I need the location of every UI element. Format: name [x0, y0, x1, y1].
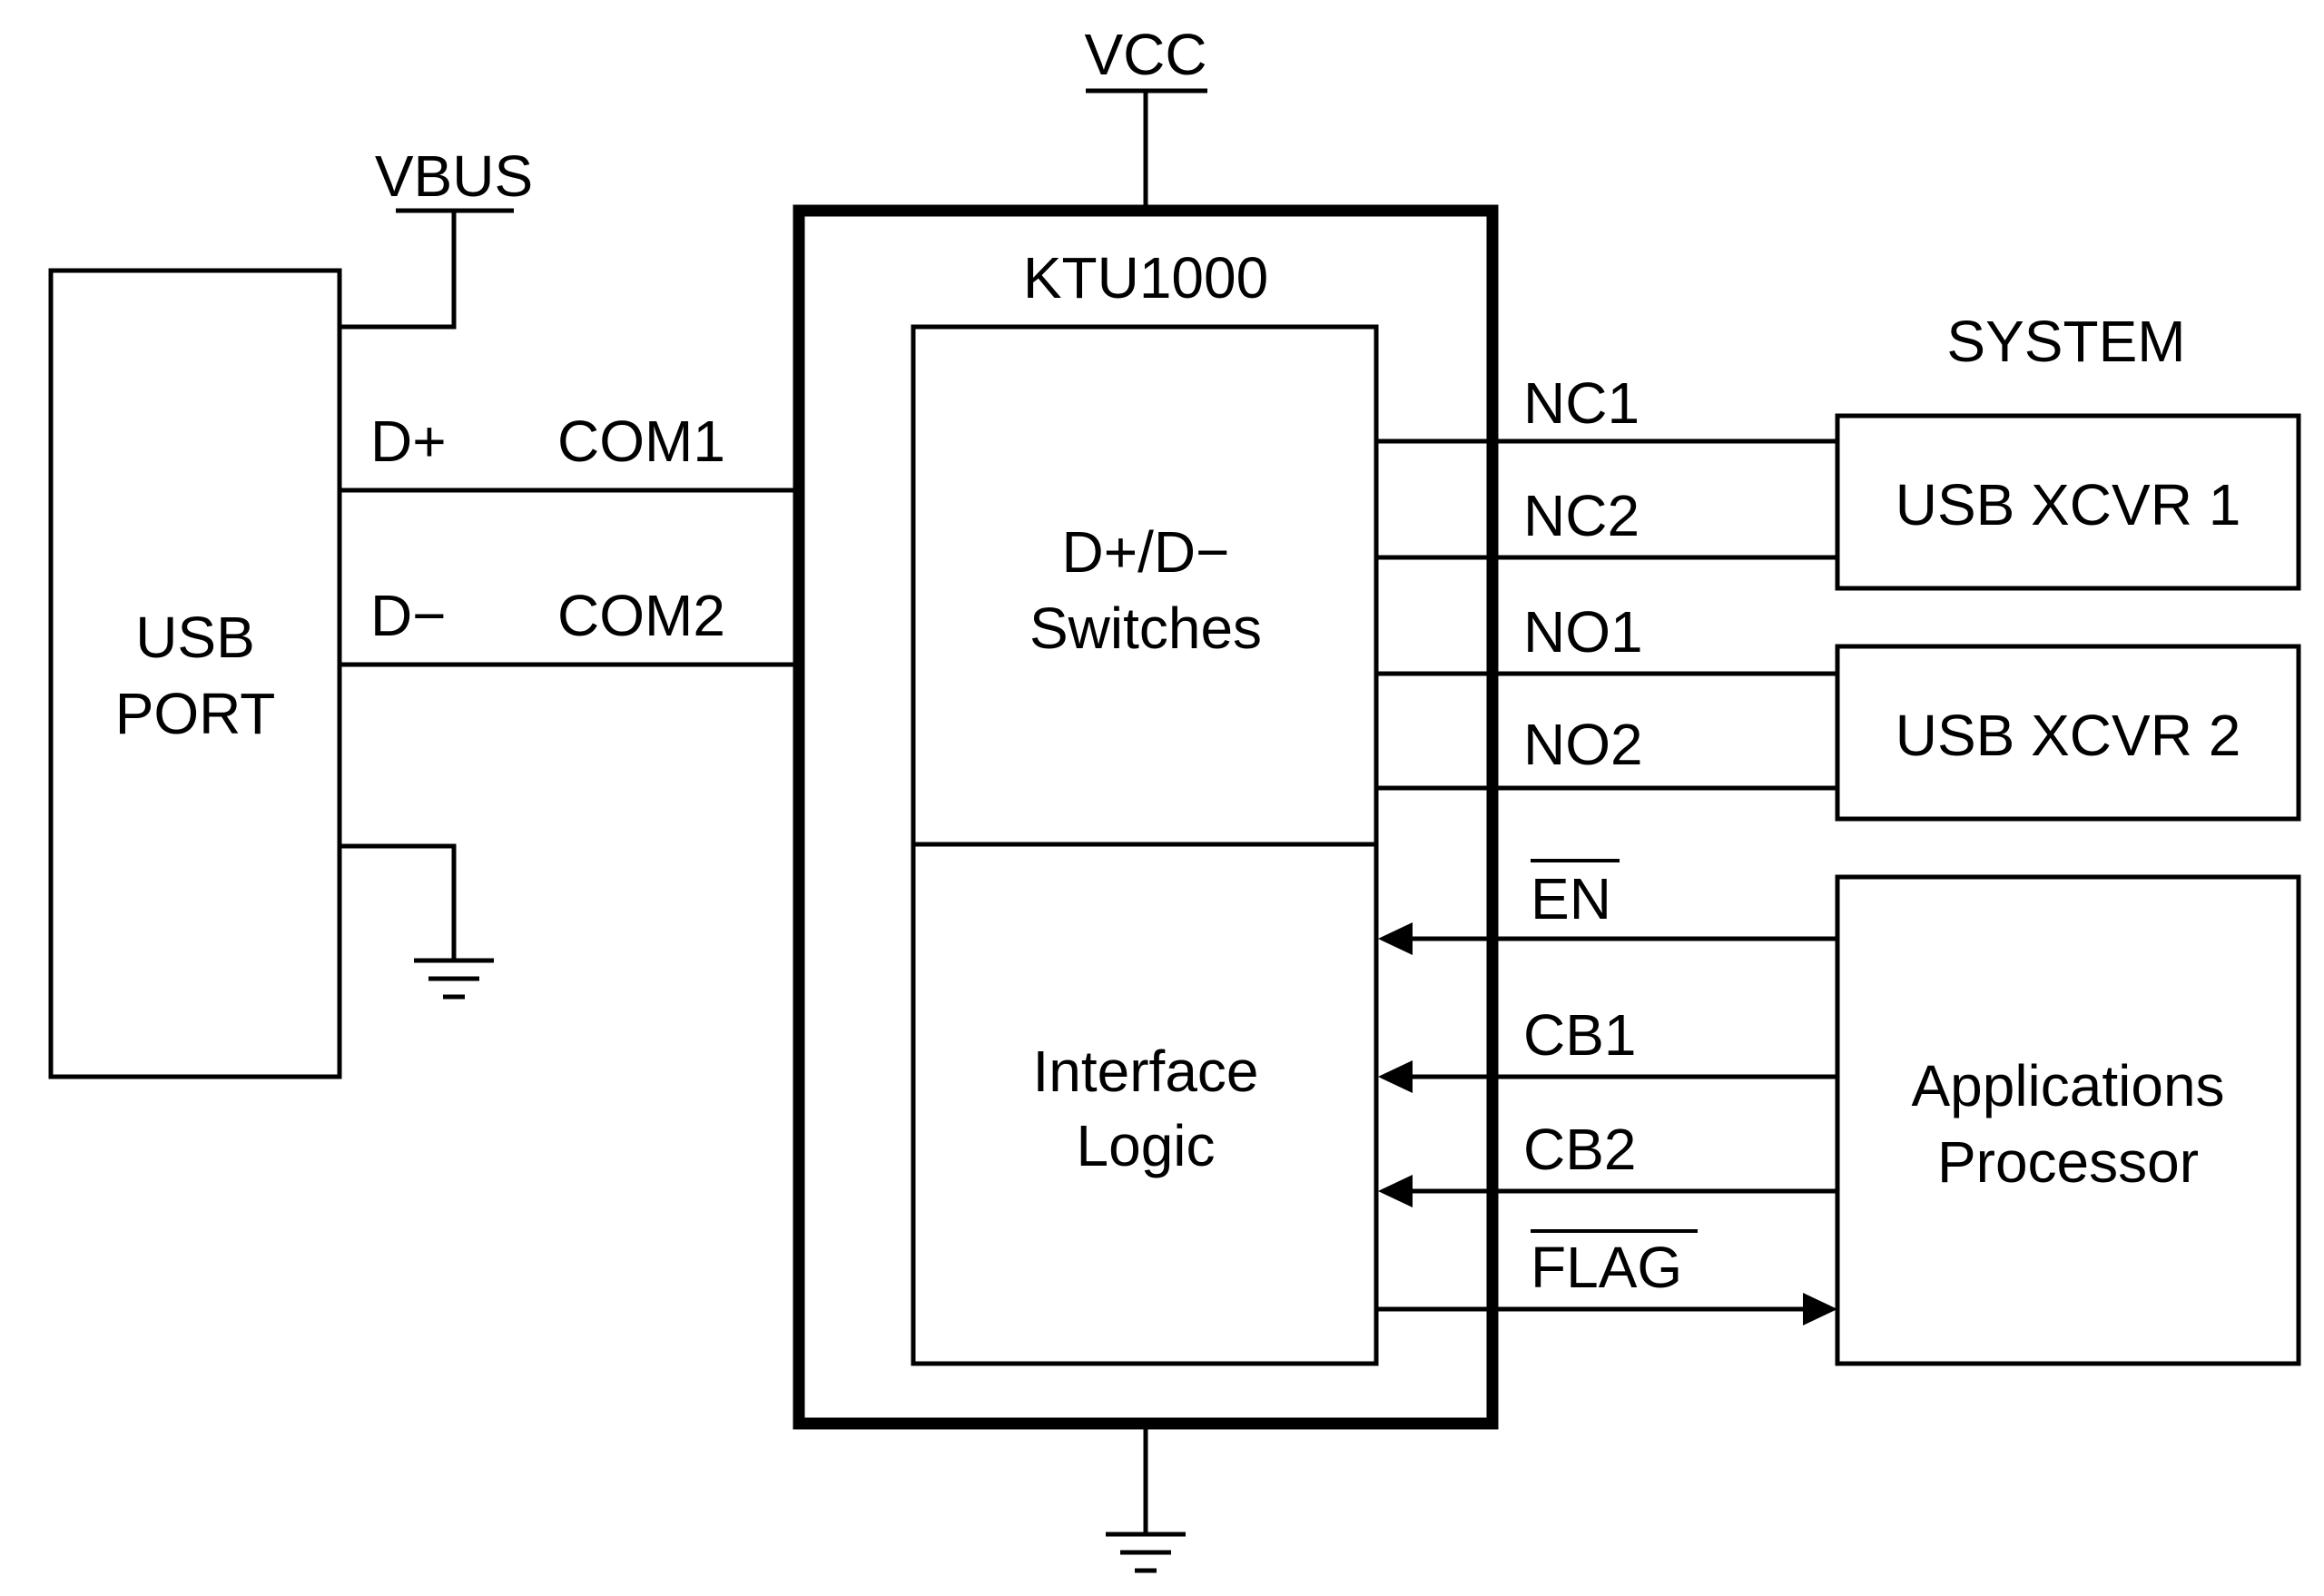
com2-label: COM2	[557, 583, 725, 648]
vcc-label: VCC	[1084, 22, 1206, 87]
cb1-label: CB1	[1523, 1002, 1637, 1068]
processor-label-line1: Applications	[1911, 1053, 2224, 1118]
cb2-label: CB2	[1523, 1117, 1637, 1182]
d-plus-label: D+	[370, 409, 447, 474]
en-label: EN	[1531, 866, 1611, 931]
logic-label-line2: Logic	[1077, 1113, 1216, 1178]
usb-xcvr-2-box	[1835, 644, 2301, 822]
usb-port-label-line2: PORT	[115, 681, 276, 746]
flag-arrow-icon	[1803, 1293, 1837, 1325]
chip-name-label: KTU1000	[1023, 245, 1268, 310]
usb-ground-wire	[340, 843, 457, 961]
usb-port-label-line1: USB	[135, 605, 255, 670]
d-minus-label: D−	[370, 583, 447, 648]
usb-xcvr-1-label: USB XCVR 1	[1896, 472, 2241, 537]
nc2-label: NC2	[1523, 483, 1640, 548]
interface-logic-block	[911, 842, 1379, 1366]
vbus-label: VBUS	[375, 143, 533, 209]
flag-label: FLAG	[1531, 1235, 1682, 1300]
com1-label: COM1	[557, 409, 725, 474]
vbus-wire	[340, 211, 457, 330]
cb1-arrow-icon	[1378, 1060, 1413, 1093]
no1-label: NO1	[1523, 599, 1643, 665]
switches-block	[911, 324, 1379, 847]
switches-label-line1: D+/D−	[1062, 519, 1230, 585]
no2-label: NO2	[1523, 712, 1643, 777]
chip-ground-icon	[1106, 1532, 1186, 1573]
usb-port-box	[48, 268, 342, 1079]
processor-label-line2: Processor	[1937, 1129, 2199, 1195]
en-arrow-icon	[1378, 922, 1413, 955]
nc1-label: NC1	[1523, 370, 1640, 436]
usb-xcvr-1-box	[1835, 413, 2301, 591]
usb-ground-icon	[414, 958, 494, 1000]
system-label: SYSTEM	[1946, 309, 2185, 374]
switches-label-line2: Switches	[1029, 596, 1262, 661]
cb2-arrow-icon	[1378, 1175, 1413, 1207]
usb-xcvr-2-label: USB XCVR 2	[1896, 703, 2241, 768]
applications-processor-box	[1835, 874, 2301, 1366]
logic-label-line1: Interface	[1032, 1039, 1258, 1104]
